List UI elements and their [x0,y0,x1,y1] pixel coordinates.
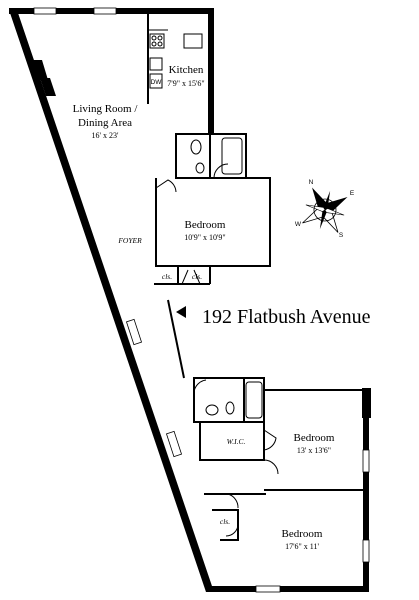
window-right-2 [362,539,370,563]
entry-arrow [176,306,186,318]
exterior-wall-bottom [206,586,369,592]
window-top-2 [93,7,117,15]
bedroom-2-dims: 13' x 13'6" [297,446,331,455]
door-swing-bedroom-1 [155,179,177,193]
bedroom-2-label: Bedroom [294,432,335,444]
compass-s: S [339,232,344,239]
bath-2-walls [193,377,265,423]
bedroom-1-dims: 10'9" x 10'9" [184,233,225,242]
structural-column [362,388,371,418]
living-dims: 16' x 23' [92,131,119,140]
window-right-1 [362,449,370,473]
exterior-wall-diagonal [9,10,214,592]
address-title: 192 Flatbush Avenue [202,306,371,328]
bedroom-1-label: Bedroom [185,219,226,231]
bedroom-1-walls [155,177,271,267]
foyer-wall [167,299,185,379]
closet-label-2: cls. [192,272,202,281]
door-swing-closet-3 [225,523,239,537]
compass-e: E [350,190,355,197]
svg-text:DW: DW [151,79,163,86]
compass-n: N [309,179,314,186]
door-swing-bedroom-3 [227,493,239,509]
closet-label-3: cls. [220,517,230,526]
closet-label-1: cls. [162,272,172,281]
kitchen-sink [149,33,203,71]
compass-rose-icon [302,187,348,233]
door-swing-bath-1 [213,163,229,179]
window-diag-2 [165,430,183,458]
bedroom-3-label: Bedroom [282,528,323,540]
wall-bump-2 [40,78,56,96]
dishwasher: DW [149,73,163,89]
stove [149,33,165,49]
bath-1-fixtures [190,137,243,175]
bedroom-2-inner [199,422,265,461]
door-swing-bedroom-2 [263,459,279,475]
wic-label: W.I.C. [227,437,246,446]
bath-2-fixtures [205,381,263,419]
door-swing-bath-2 [193,379,207,393]
kitchen-dims: 7'9" x 15'6" [167,79,204,88]
kitchen-label: Kitchen [169,64,204,76]
kitchen-exterior-wall [208,8,214,134]
compass-w: W [295,221,302,228]
door-swing-closet-1 [181,269,201,285]
door-swing-wic [263,429,277,451]
living-label-line2: Dining Area [78,117,132,129]
living-label-line1: Living Room / [73,103,139,115]
wall-bump-1 [30,60,48,80]
bedroom-3-dims: 17'6" x 11' [285,542,319,551]
window-diag-1 [125,318,143,346]
window-bottom [255,585,281,593]
window-top-1 [33,7,57,15]
foyer-label: FOYER [117,236,142,245]
